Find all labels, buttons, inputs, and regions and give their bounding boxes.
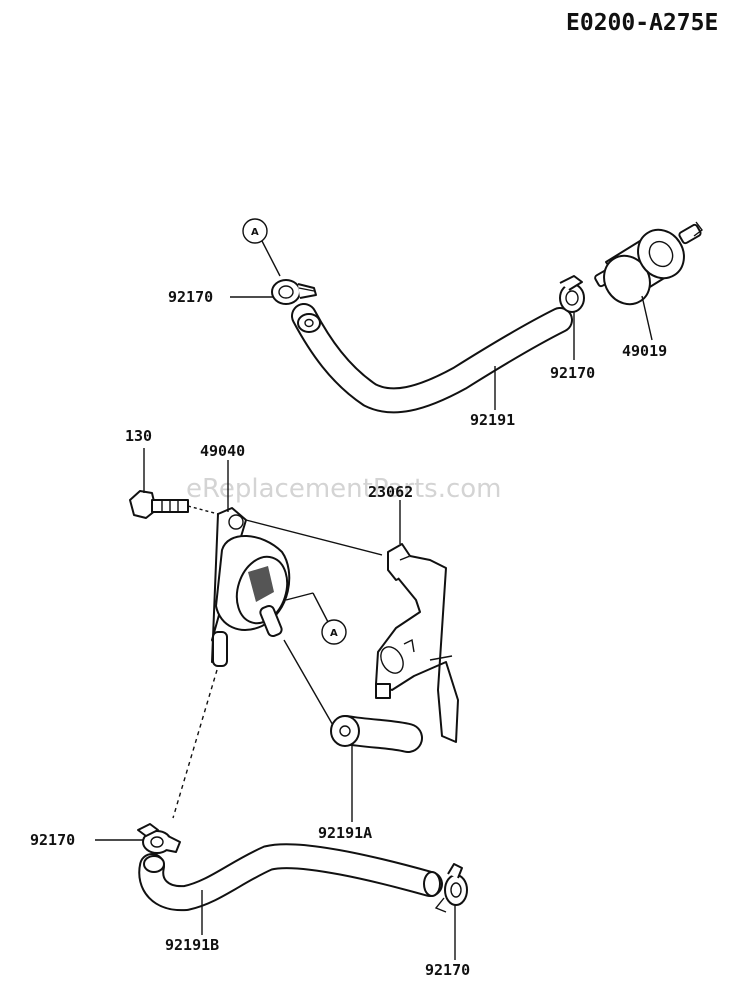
clamp-bottom-right-drawing [434,863,468,913]
ref-marker-a-top: A [242,218,281,277]
hose-top-drawing [291,303,573,414]
part-label-clamp-bottom-left: 92170 [30,831,75,849]
dashed-connection [172,669,218,819]
clamp-top-right-drawing [559,275,585,313]
part-label-clamp-bottom-right: 92170 [425,961,470,979]
hose-bottom-long-drawing [138,843,443,912]
part-label-clamp-top-left: 92170 [168,288,213,306]
fuel-filter-drawing [594,221,703,306]
clamp-top-left-drawing [271,279,317,305]
part-label-hose-bottom-short: 92191A [318,824,372,842]
part-label-bracket: 23062 [368,483,413,501]
hose-bottom-short-drawing [283,639,423,753]
leader-fuel-filter [641,295,653,341]
ref-marker-letter: A [251,227,259,238]
bracket-drawing [375,543,459,743]
part-label-bolt: 130 [125,427,152,445]
part-label-hose-top: 92191 [470,411,515,429]
fuel-pump-drawing [211,507,383,667]
watermark: eReplacementParts.com [186,474,502,504]
diagram-code: E0200-A275E [566,10,718,36]
bolt-drawing [129,490,219,519]
clamp-bottom-left-drawing [137,823,181,854]
part-label-clamp-top-right: 92170 [550,364,595,382]
ref-marker-letter: A [330,628,338,639]
ref-marker-a-bottom: A [285,592,347,645]
part-label-fuel-filter: 49019 [622,342,667,360]
part-label-fuel-pump: 49040 [200,442,245,460]
part-label-hose-bottom-long: 92191B [165,936,219,954]
